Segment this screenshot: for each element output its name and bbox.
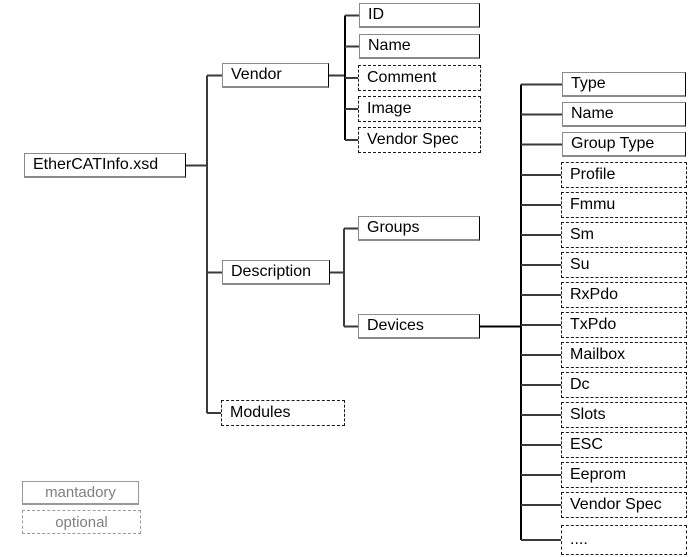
node-rxpdo[interactable]: RxPdo [561, 282, 687, 308]
legend-label: mantadory [45, 484, 116, 501]
node-profile[interactable]: Profile [561, 162, 687, 188]
node-label: Name [571, 105, 614, 122]
node-sm[interactable]: Sm [561, 222, 687, 248]
node-comment[interactable]: Comment [358, 65, 481, 91]
node-label: Vendor [231, 66, 282, 83]
node-label: Type [571, 75, 606, 92]
node-dc[interactable]: Dc [561, 372, 687, 398]
legend-label: optional [55, 513, 108, 531]
node-label: Groups [367, 219, 420, 236]
node-name[interactable]: Name [562, 102, 686, 127]
node-label: Sm [570, 226, 594, 243]
node-label: .... [570, 531, 588, 548]
legend-mantadory: mantadory [22, 481, 139, 505]
node-image[interactable]: Image [358, 96, 481, 122]
node-description[interactable]: Description [222, 260, 330, 285]
node-label: Comment [367, 69, 437, 86]
node-ethercatinfo-xsd[interactable]: EtherCATInfo.xsd [24, 153, 186, 178]
node-label: Profile [570, 166, 616, 183]
node-name[interactable]: Name [359, 34, 480, 59]
node-label: ESC [570, 436, 603, 453]
node-label: Dc [570, 376, 590, 393]
node-su[interactable]: Su [561, 252, 687, 278]
node-esc[interactable]: ESC [561, 432, 687, 458]
node-slots[interactable]: Slots [561, 402, 687, 428]
node-label: Eeprom [570, 466, 627, 483]
node-label: Slots [570, 406, 606, 423]
node-label: Modules [230, 404, 291, 421]
node-label: Group Type [571, 135, 655, 152]
node-vendor-spec[interactable]: Vendor Spec [561, 492, 687, 518]
node-mailbox[interactable]: Mailbox [561, 342, 687, 368]
node-ellipsis[interactable]: .... [561, 525, 687, 555]
node-label: RxPdo [570, 286, 619, 303]
node-label: Vendor Spec [367, 131, 459, 148]
node-label: Name [368, 37, 411, 54]
node-label: Fmmu [570, 196, 616, 213]
node-label: TxPdo [570, 316, 617, 333]
node-label: Image [367, 100, 412, 117]
node-label: Vendor Spec [570, 496, 662, 513]
node-modules[interactable]: Modules [221, 400, 345, 426]
node-label: ID [368, 6, 384, 23]
node-groups[interactable]: Groups [358, 216, 480, 241]
node-label: Su [570, 256, 590, 273]
node-vendor[interactable]: Vendor [222, 63, 329, 88]
node-label: Mailbox [570, 346, 626, 363]
node-eeprom[interactable]: Eeprom [561, 462, 687, 488]
node-devices[interactable]: Devices [358, 314, 480, 339]
node-txpdo[interactable]: TxPdo [561, 312, 687, 338]
node-label: Devices [367, 317, 424, 334]
node-type[interactable]: Type [562, 72, 686, 97]
node-label: EtherCATInfo.xsd [33, 156, 159, 173]
node-fmmu[interactable]: Fmmu [561, 192, 687, 218]
node-group-type[interactable]: Group Type [562, 132, 686, 157]
legend-optional: optional [22, 510, 141, 534]
node-vendor-spec[interactable]: Vendor Spec [358, 127, 481, 153]
node-label: Description [231, 263, 312, 280]
node-id[interactable]: ID [359, 3, 480, 28]
